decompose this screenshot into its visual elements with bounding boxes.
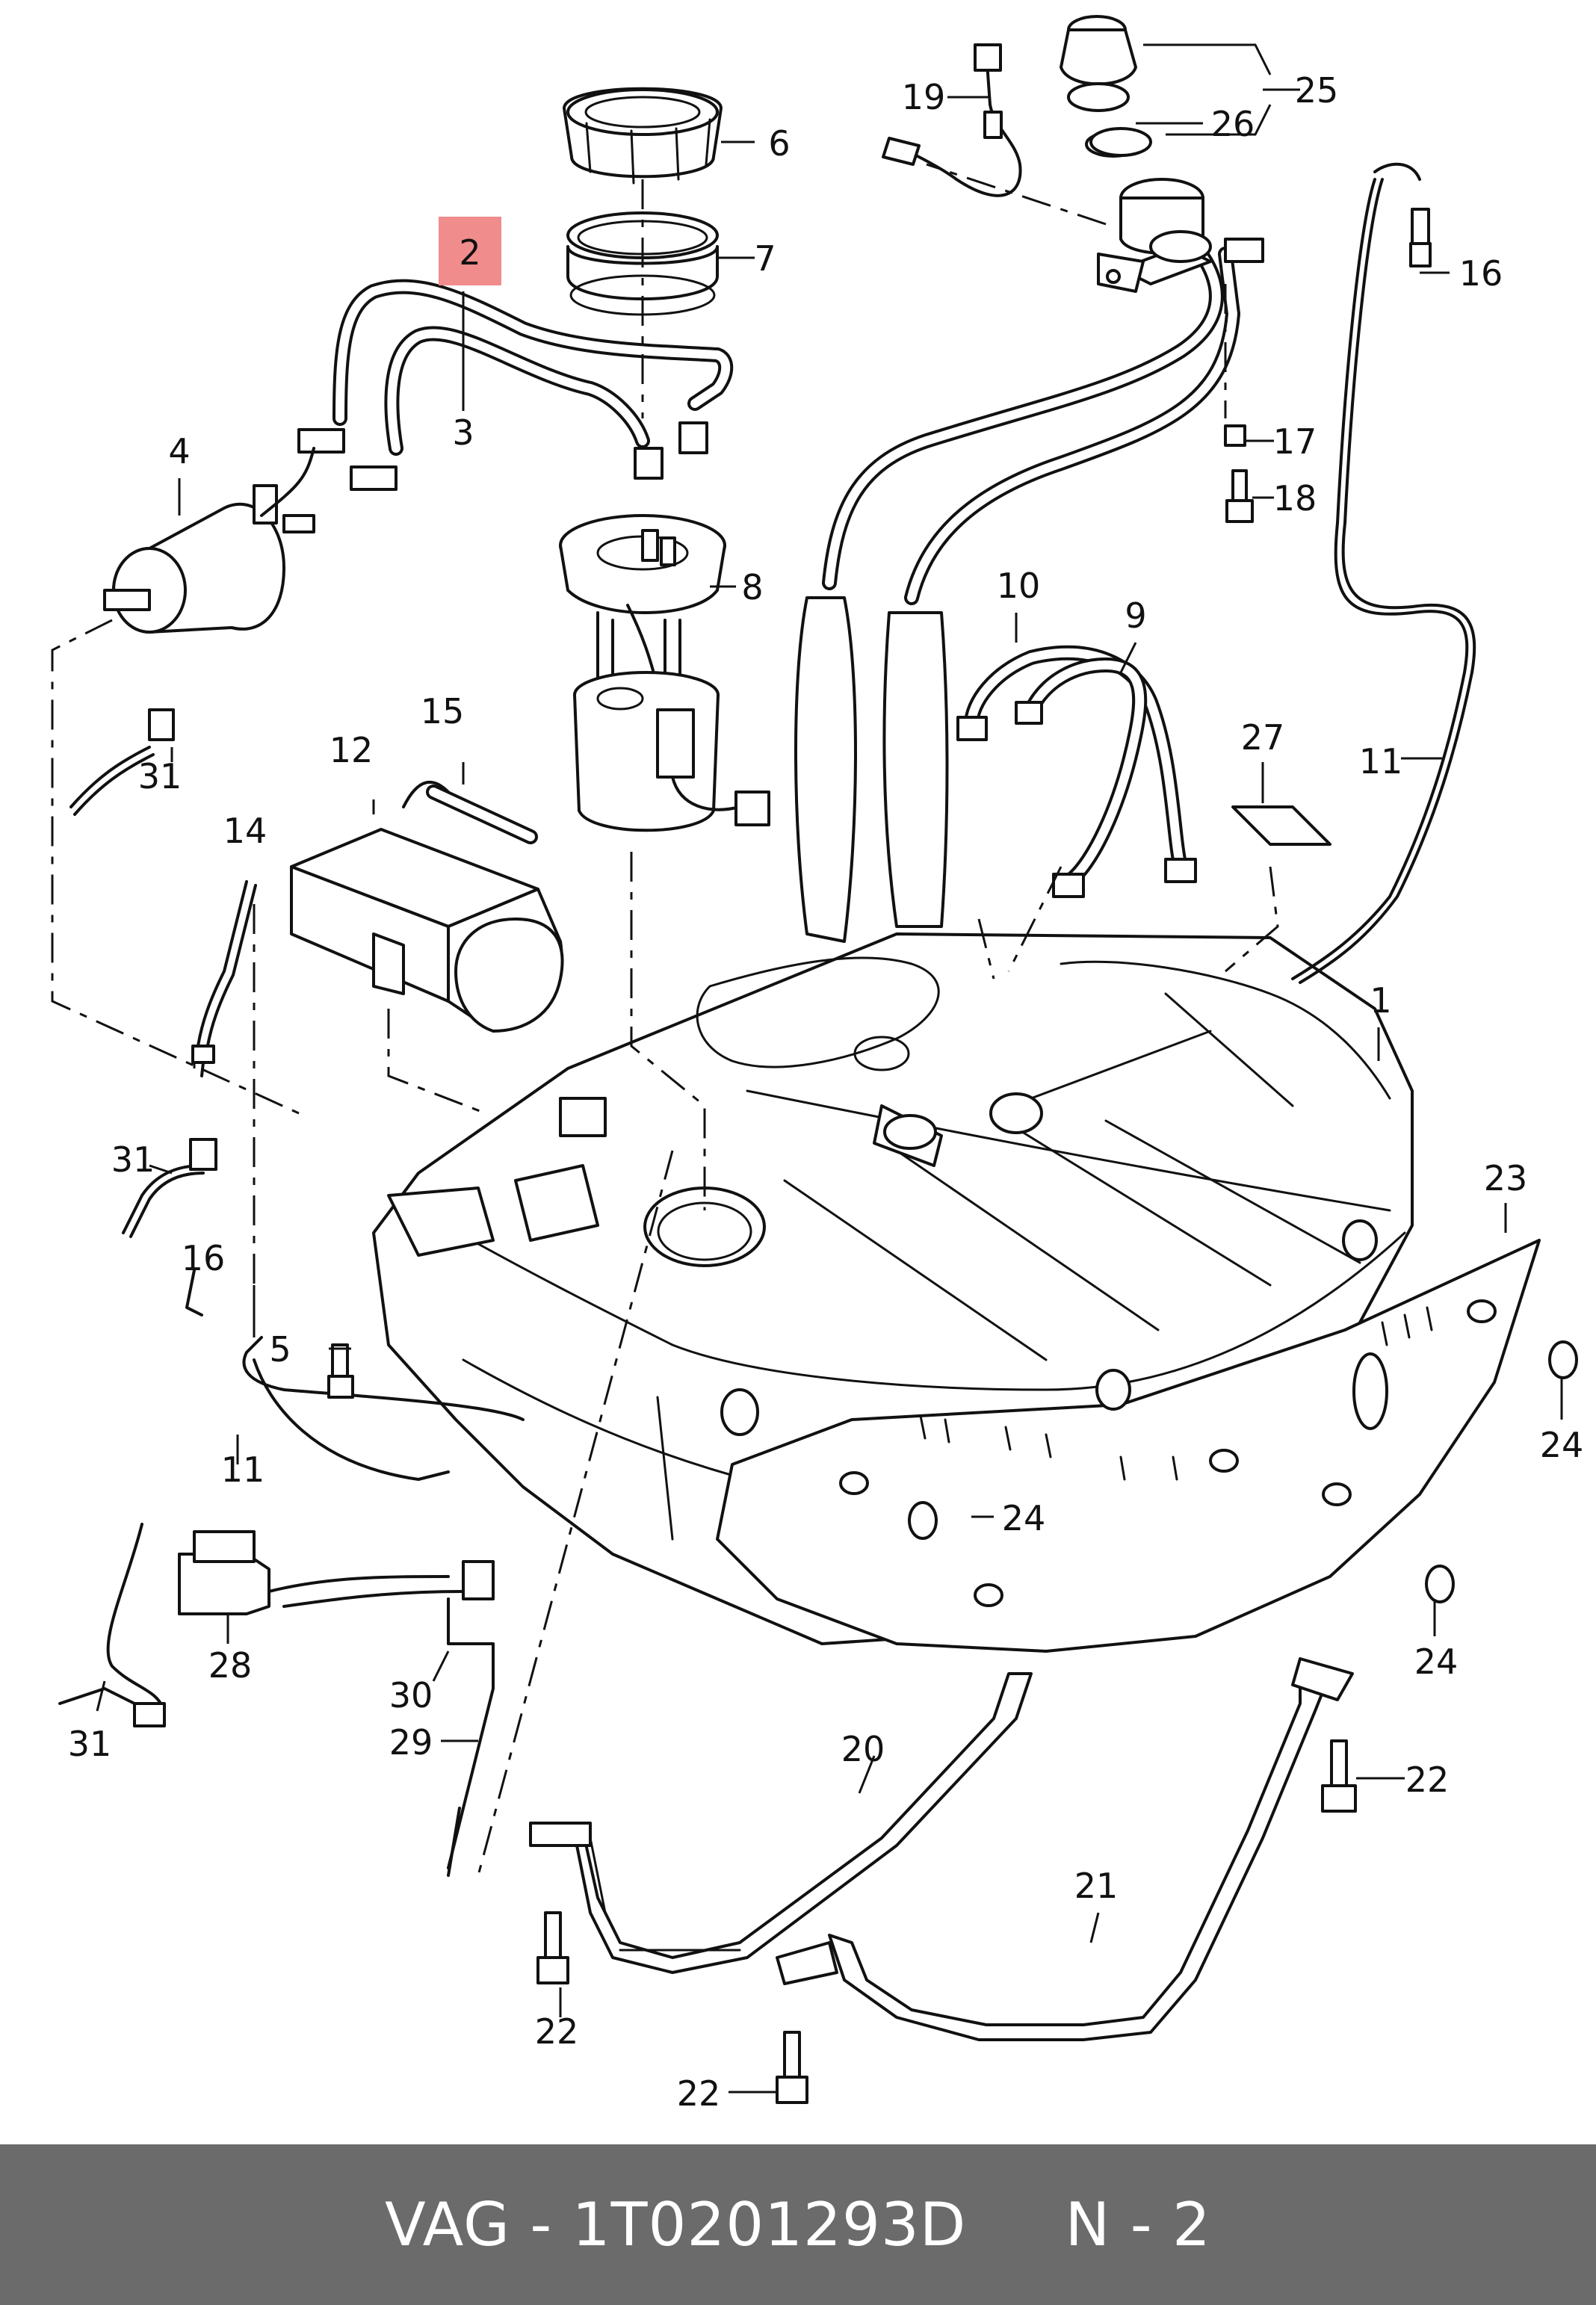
callout-24-mid: 24 [1002,1498,1046,1538]
callout-7: 7 [754,238,776,279]
tank-strap-20 [529,1672,1033,1974]
callout-22-bottom: 22 [677,2073,721,2114]
callout-29: 29 [389,1722,433,1763]
callout-24-right: 24 [1540,1425,1584,1465]
part-number-text: VAG - 1T0201293D N - 2 [385,2190,1211,2259]
callout-23: 23 [1484,1158,1528,1198]
callout-28: 28 [208,1645,253,1686]
heat-shield [716,1219,1541,1653]
fuel-pump-module [559,87,770,832]
callout-11-left: 11 [221,1449,265,1490]
callout-8: 8 [741,567,763,607]
callout-14: 14 [223,811,267,851]
fuel-system-exploded-diagram: 2 3 4 6 7 8 9 10 11 11 12 14 15 16 16 17… [51,15,1584,2114]
callout-19: 19 [902,77,946,117]
callout-22-mid: 22 [535,2011,579,2052]
callout-18: 18 [1273,478,1317,519]
callout-25: 25 [1295,70,1339,111]
callout-31-mid: 31 [111,1139,155,1180]
fuel-filter [103,447,315,634]
leader-lines [96,43,1563,2094]
callout-21: 21 [1074,1866,1119,1906]
callout-30: 30 [389,1675,433,1715]
highlight-box [439,217,501,285]
tank-strap-21 [776,1657,1354,2041]
callout-6: 6 [768,123,790,164]
callout-31-top: 31 [138,756,182,796]
filler-neck [794,15,1264,943]
callout-4: 4 [168,431,190,471]
callout-20: 20 [841,1729,885,1769]
callout-11-right: 11 [1359,741,1403,782]
callout-31-bottom: 31 [68,1724,112,1764]
callout-2: 2 [459,232,480,273]
lower-components [58,127,1578,2104]
fuel-lines [297,279,734,491]
callout-1: 1 [1370,980,1391,1021]
callout-labels: 2 3 4 6 7 8 9 10 11 11 12 14 15 16 16 17… [68,70,1584,2114]
callout-22-right: 22 [1405,1760,1450,1800]
callout-16-left: 16 [182,1238,226,1278]
callout-26: 26 [1211,104,1255,144]
assembly-dash-lines [51,163,1279,1876]
callout-15: 15 [421,691,465,731]
callout-9: 9 [1125,595,1146,636]
callout-12: 12 [330,730,374,770]
part-number-footer: VAG - 1T0201293D N - 2 [0,2144,1596,2305]
callout-5: 5 [269,1329,291,1370]
callout-24-lower: 24 [1414,1642,1459,1682]
charcoal-canister [191,780,564,1077]
callout-10: 10 [997,566,1041,606]
callout-27: 27 [1241,717,1285,758]
callout-3: 3 [452,412,474,453]
callout-16-right: 16 [1459,253,1503,294]
callout-17: 17 [1273,421,1317,462]
